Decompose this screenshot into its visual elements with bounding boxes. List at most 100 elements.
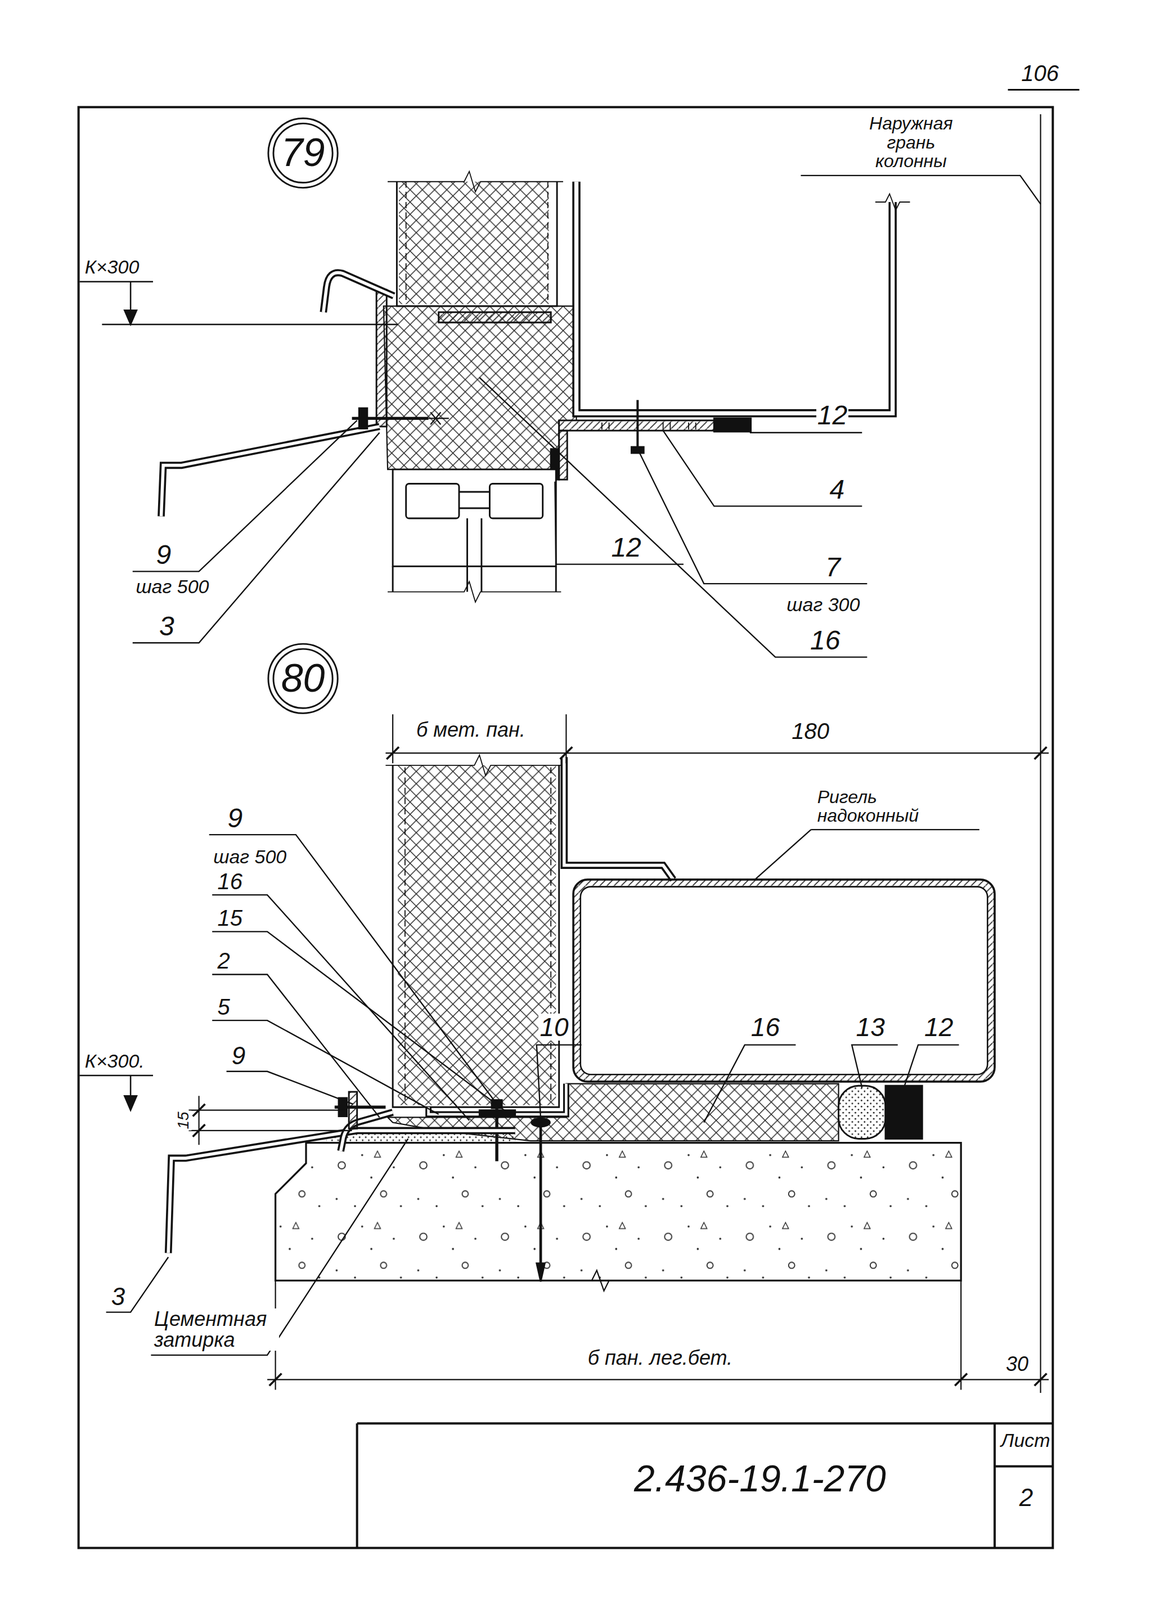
detail-79-drawing-part xyxy=(428,412,449,425)
detail-80-drawing-part xyxy=(885,1085,923,1139)
leader-lines-part xyxy=(212,931,507,1112)
callout-number: 15 xyxy=(216,905,244,930)
detail-number: 79 xyxy=(280,132,327,174)
detail-79-drawing-part xyxy=(576,181,893,414)
leader-lines-part xyxy=(663,430,863,506)
detail-79-drawing-part xyxy=(559,430,568,480)
sheet-frame-part xyxy=(357,1422,1054,1548)
detail-79-drawing-part xyxy=(392,469,556,566)
detail-79-drawing-part xyxy=(387,581,561,602)
detail-79-drawing-part xyxy=(376,289,387,427)
leader-lines-part xyxy=(554,481,683,565)
detail-79-drawing-part xyxy=(383,306,577,470)
detail-79-drawing-part xyxy=(358,407,368,429)
sheet-frame-part xyxy=(78,106,1054,1548)
title-code: 2.436-19.1-270 xyxy=(632,1458,888,1498)
detail-80-drawing-part xyxy=(573,879,995,1082)
leader-lines-part xyxy=(536,1044,582,1119)
dimension-lines-part xyxy=(269,1372,1047,1386)
detail-80-drawing xyxy=(168,643,995,1291)
leader-lines-part xyxy=(106,1256,169,1312)
callout-number: 4 xyxy=(828,475,846,504)
callout-number: 9 xyxy=(155,540,173,569)
level-mark: К×300. xyxy=(83,1050,146,1072)
detail-80-drawing-part xyxy=(536,1263,546,1282)
level-mark: К×300 xyxy=(83,257,141,278)
detail-80-drawing-part xyxy=(268,643,338,713)
detail-80-drawing-part xyxy=(479,1109,515,1117)
callout-number: 9 xyxy=(226,803,245,833)
callout-number: 12 xyxy=(816,401,849,430)
detail-79-drawing-part xyxy=(406,181,548,303)
detail-80-drawing-part xyxy=(405,766,551,1104)
detail-79-drawing-part xyxy=(875,193,911,210)
detail-80-drawing-part xyxy=(564,756,674,880)
title-label: Лист xyxy=(999,1430,1052,1451)
detail-79-drawing-part xyxy=(459,491,490,592)
detail-80-drawing-part xyxy=(397,765,556,1105)
note: Цементная затирка xyxy=(153,1308,280,1351)
detail-79-drawing xyxy=(161,118,911,602)
detail-80-drawing-part xyxy=(392,765,560,1107)
detail-79-drawing-part xyxy=(268,118,338,188)
leader-lines-part xyxy=(132,432,380,644)
detail-80-drawing-part xyxy=(591,1269,610,1291)
detail-80-drawing-part xyxy=(564,756,674,880)
dimension-lines-part xyxy=(385,713,1049,763)
leader-lines-part xyxy=(851,1044,898,1088)
detail-79-drawing-part xyxy=(438,312,551,323)
dimension: б мет. пан. xyxy=(415,718,527,741)
dimension-lines-part xyxy=(267,1279,1049,1390)
dimension-lines-part xyxy=(386,746,1047,759)
detail-79-drawing-part xyxy=(406,483,460,519)
pitch-note: шаг 500 xyxy=(134,576,210,597)
callout-number: 10 xyxy=(538,1013,570,1041)
leader-lines-part xyxy=(212,974,380,1118)
detail-79-drawing-part xyxy=(323,272,394,313)
leader-lines-part xyxy=(479,377,867,658)
detail-79-drawing-part xyxy=(576,181,893,414)
leader-lines-part xyxy=(150,1138,408,1355)
sheet-frame xyxy=(78,90,1080,1548)
leader-lines-part xyxy=(132,420,358,572)
dimension: 180 xyxy=(790,718,831,743)
leader-lines-part xyxy=(209,834,497,1104)
leader-lines-part xyxy=(703,1044,796,1123)
detail-79-drawing-part xyxy=(387,171,564,192)
detail-79-drawing-part xyxy=(636,400,639,449)
dimension: 15 xyxy=(175,1109,192,1130)
level-marks xyxy=(79,281,398,1110)
detail-80-drawing-part xyxy=(580,886,988,1075)
dimension: б пан. лег.бет. xyxy=(586,1346,734,1369)
dimension: 30 xyxy=(1004,1353,1030,1375)
detail-80-drawing-part xyxy=(385,754,568,776)
callout-number: 3 xyxy=(158,612,176,641)
leader-lines-part xyxy=(904,1044,960,1088)
detail-80-drawing-part xyxy=(838,1085,886,1139)
detail-number: 80 xyxy=(280,657,327,700)
level-marks-part xyxy=(124,309,137,325)
sheet-frame-part xyxy=(1008,88,1080,91)
leader-lines-part xyxy=(754,829,980,880)
dimension-lines-part xyxy=(188,1095,352,1145)
callout-number: 16 xyxy=(216,869,244,893)
detail-80-drawing-part xyxy=(275,1142,962,1281)
detail-79-drawing-part xyxy=(392,565,556,592)
callout-number: 12 xyxy=(923,1013,955,1041)
sheet-number: 2 xyxy=(1018,1484,1035,1510)
callout-number: 5 xyxy=(216,994,231,1019)
detail-80-drawing-part xyxy=(348,1091,358,1128)
dimension-lines-part xyxy=(192,1103,206,1137)
leader-lines-part xyxy=(212,894,470,1121)
callout-number: 12 xyxy=(609,533,642,562)
detail-80-drawing-part xyxy=(273,648,333,708)
callout-number: 13 xyxy=(855,1013,887,1041)
leader-lines xyxy=(106,175,1041,1355)
part-name: Ригель надоконный xyxy=(816,787,932,826)
detail-79-drawing-part xyxy=(631,446,644,453)
dimension-lines xyxy=(188,114,1049,1393)
detail-79-drawing-part xyxy=(489,483,543,519)
